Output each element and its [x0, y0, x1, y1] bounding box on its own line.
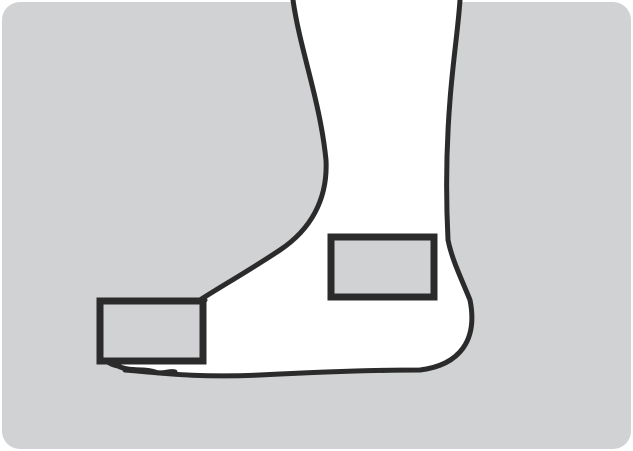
toe-pad	[100, 301, 203, 361]
ankle-pad	[331, 237, 434, 297]
